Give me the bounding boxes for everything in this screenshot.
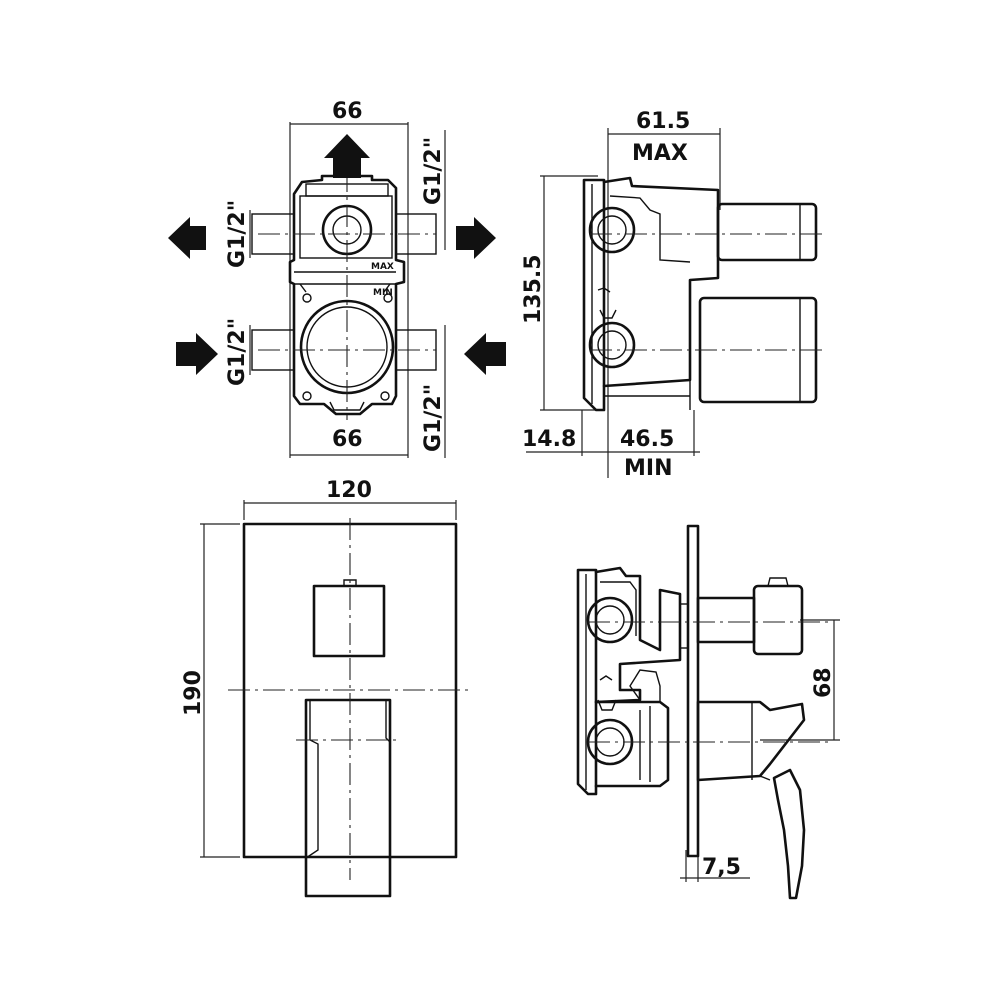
dim-plate-height: 190: [181, 670, 206, 716]
valve-body-front-view: MAX MIN 66 66 G1/2" G1/2" G1/2" G1/2": [168, 99, 506, 458]
assembly-side-view: 68 7,5: [576, 524, 840, 900]
max-marking: MAX: [371, 262, 394, 272]
arrow-left-upper-icon: [168, 217, 206, 259]
dim-plate-thickness: 7,5: [702, 855, 741, 880]
thread-bottom-right: G1/2": [421, 384, 446, 452]
dim-offset: 14.8: [522, 427, 576, 452]
dim-depth-max: 61.5: [636, 109, 690, 134]
thread-left-lower: G1/2": [225, 318, 250, 386]
valve-body-side-view: 61.5 MAX 135.5 14.8 46.5 MIN: [521, 109, 826, 481]
arrow-up-icon: [324, 134, 370, 178]
arrow-left-lower-in-icon: [176, 333, 218, 375]
dim-bottom-width: 66: [332, 427, 363, 452]
thread-top-right: G1/2": [421, 137, 446, 205]
thread-left-upper: G1/2": [225, 200, 250, 268]
dim-plate-width: 120: [326, 478, 372, 503]
dim-min-label: MIN: [624, 456, 673, 481]
arrow-right-upper-icon: [456, 217, 496, 259]
dim-top-width: 66: [332, 99, 363, 124]
dim-depth-min: 46.5: [620, 427, 674, 452]
dim-height: 135.5: [521, 254, 546, 324]
dim-spacing: 68: [811, 667, 836, 698]
cover-plate-front-view: 120 190: [181, 478, 470, 898]
arrow-right-lower-in-icon: [464, 333, 506, 375]
dim-max-label: MAX: [632, 141, 688, 166]
min-marking: MIN: [373, 288, 393, 298]
